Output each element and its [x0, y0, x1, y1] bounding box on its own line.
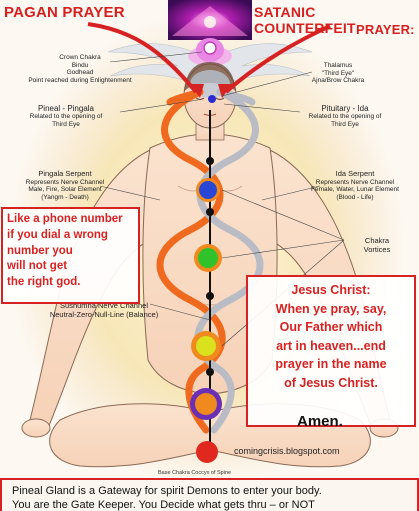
sacral-chakra-orange	[190, 388, 222, 420]
header-arrows	[87, 22, 331, 98]
crown-wings	[107, 43, 313, 83]
phone-number-callout: Like a phone number if you dial a wrong …	[1, 207, 140, 304]
label-pituitary-ida: Pituitary - Ida Related to the opening o…	[308, 104, 382, 128]
third-eye	[208, 95, 216, 103]
header-pagan-prayer: PAGAN PRAYER	[4, 4, 125, 21]
label-ida-serpent: Ida Serpent Represents Nerve Channel Fem…	[311, 169, 399, 201]
solar-plexus-chakra-yellow	[191, 331, 221, 361]
label-sushumna: Sushumna Nerve Channel Neutral-Zero-Null…	[49, 301, 159, 319]
root-chakra-red	[196, 441, 218, 463]
label-pingala-serpent: Pingala Serpent Represents Nerve Channel…	[25, 169, 105, 201]
header-satanic-counterfeit: SATANIC COUNTERFEIT	[254, 4, 356, 36]
nerve-junctions	[206, 157, 214, 376]
amen-text: Amen.	[297, 413, 343, 430]
header-prayer: PRAYER:	[356, 22, 415, 37]
label-thalamus: Thalamus "Third Eye" Ajna/Brow Chakra	[311, 62, 365, 84]
label-base-chakra: Base Chakra Coccyx of Spine	[158, 470, 232, 476]
website-credit: comingcrisis.blogspot.com	[234, 446, 340, 456]
banner-line-1: Pineal Gland is a Gateway for spirit Dem…	[12, 485, 322, 497]
top-art-light	[204, 16, 216, 28]
label-crown-chakra: Crown Chakra Bindu Godhead Point reached…	[28, 54, 132, 84]
heart-chakra-green	[194, 244, 222, 272]
label-chakra-vortices: Chakra Vortices	[363, 236, 391, 254]
label-pineal-pingala: Pineal - Pingala Related to the opening …	[29, 104, 103, 128]
pineal-gland-banner: Pineal Gland is a Gateway for spirit Dem…	[0, 478, 419, 511]
crown-lotus	[188, 38, 232, 66]
banner-line-2: You are the Gate Keeper. You Decide what…	[12, 499, 315, 511]
throat-chakra-blue	[196, 178, 220, 202]
jesus-prayer-callout: Jesus Christ: When ye pray, say, Our Fat…	[246, 275, 416, 427]
